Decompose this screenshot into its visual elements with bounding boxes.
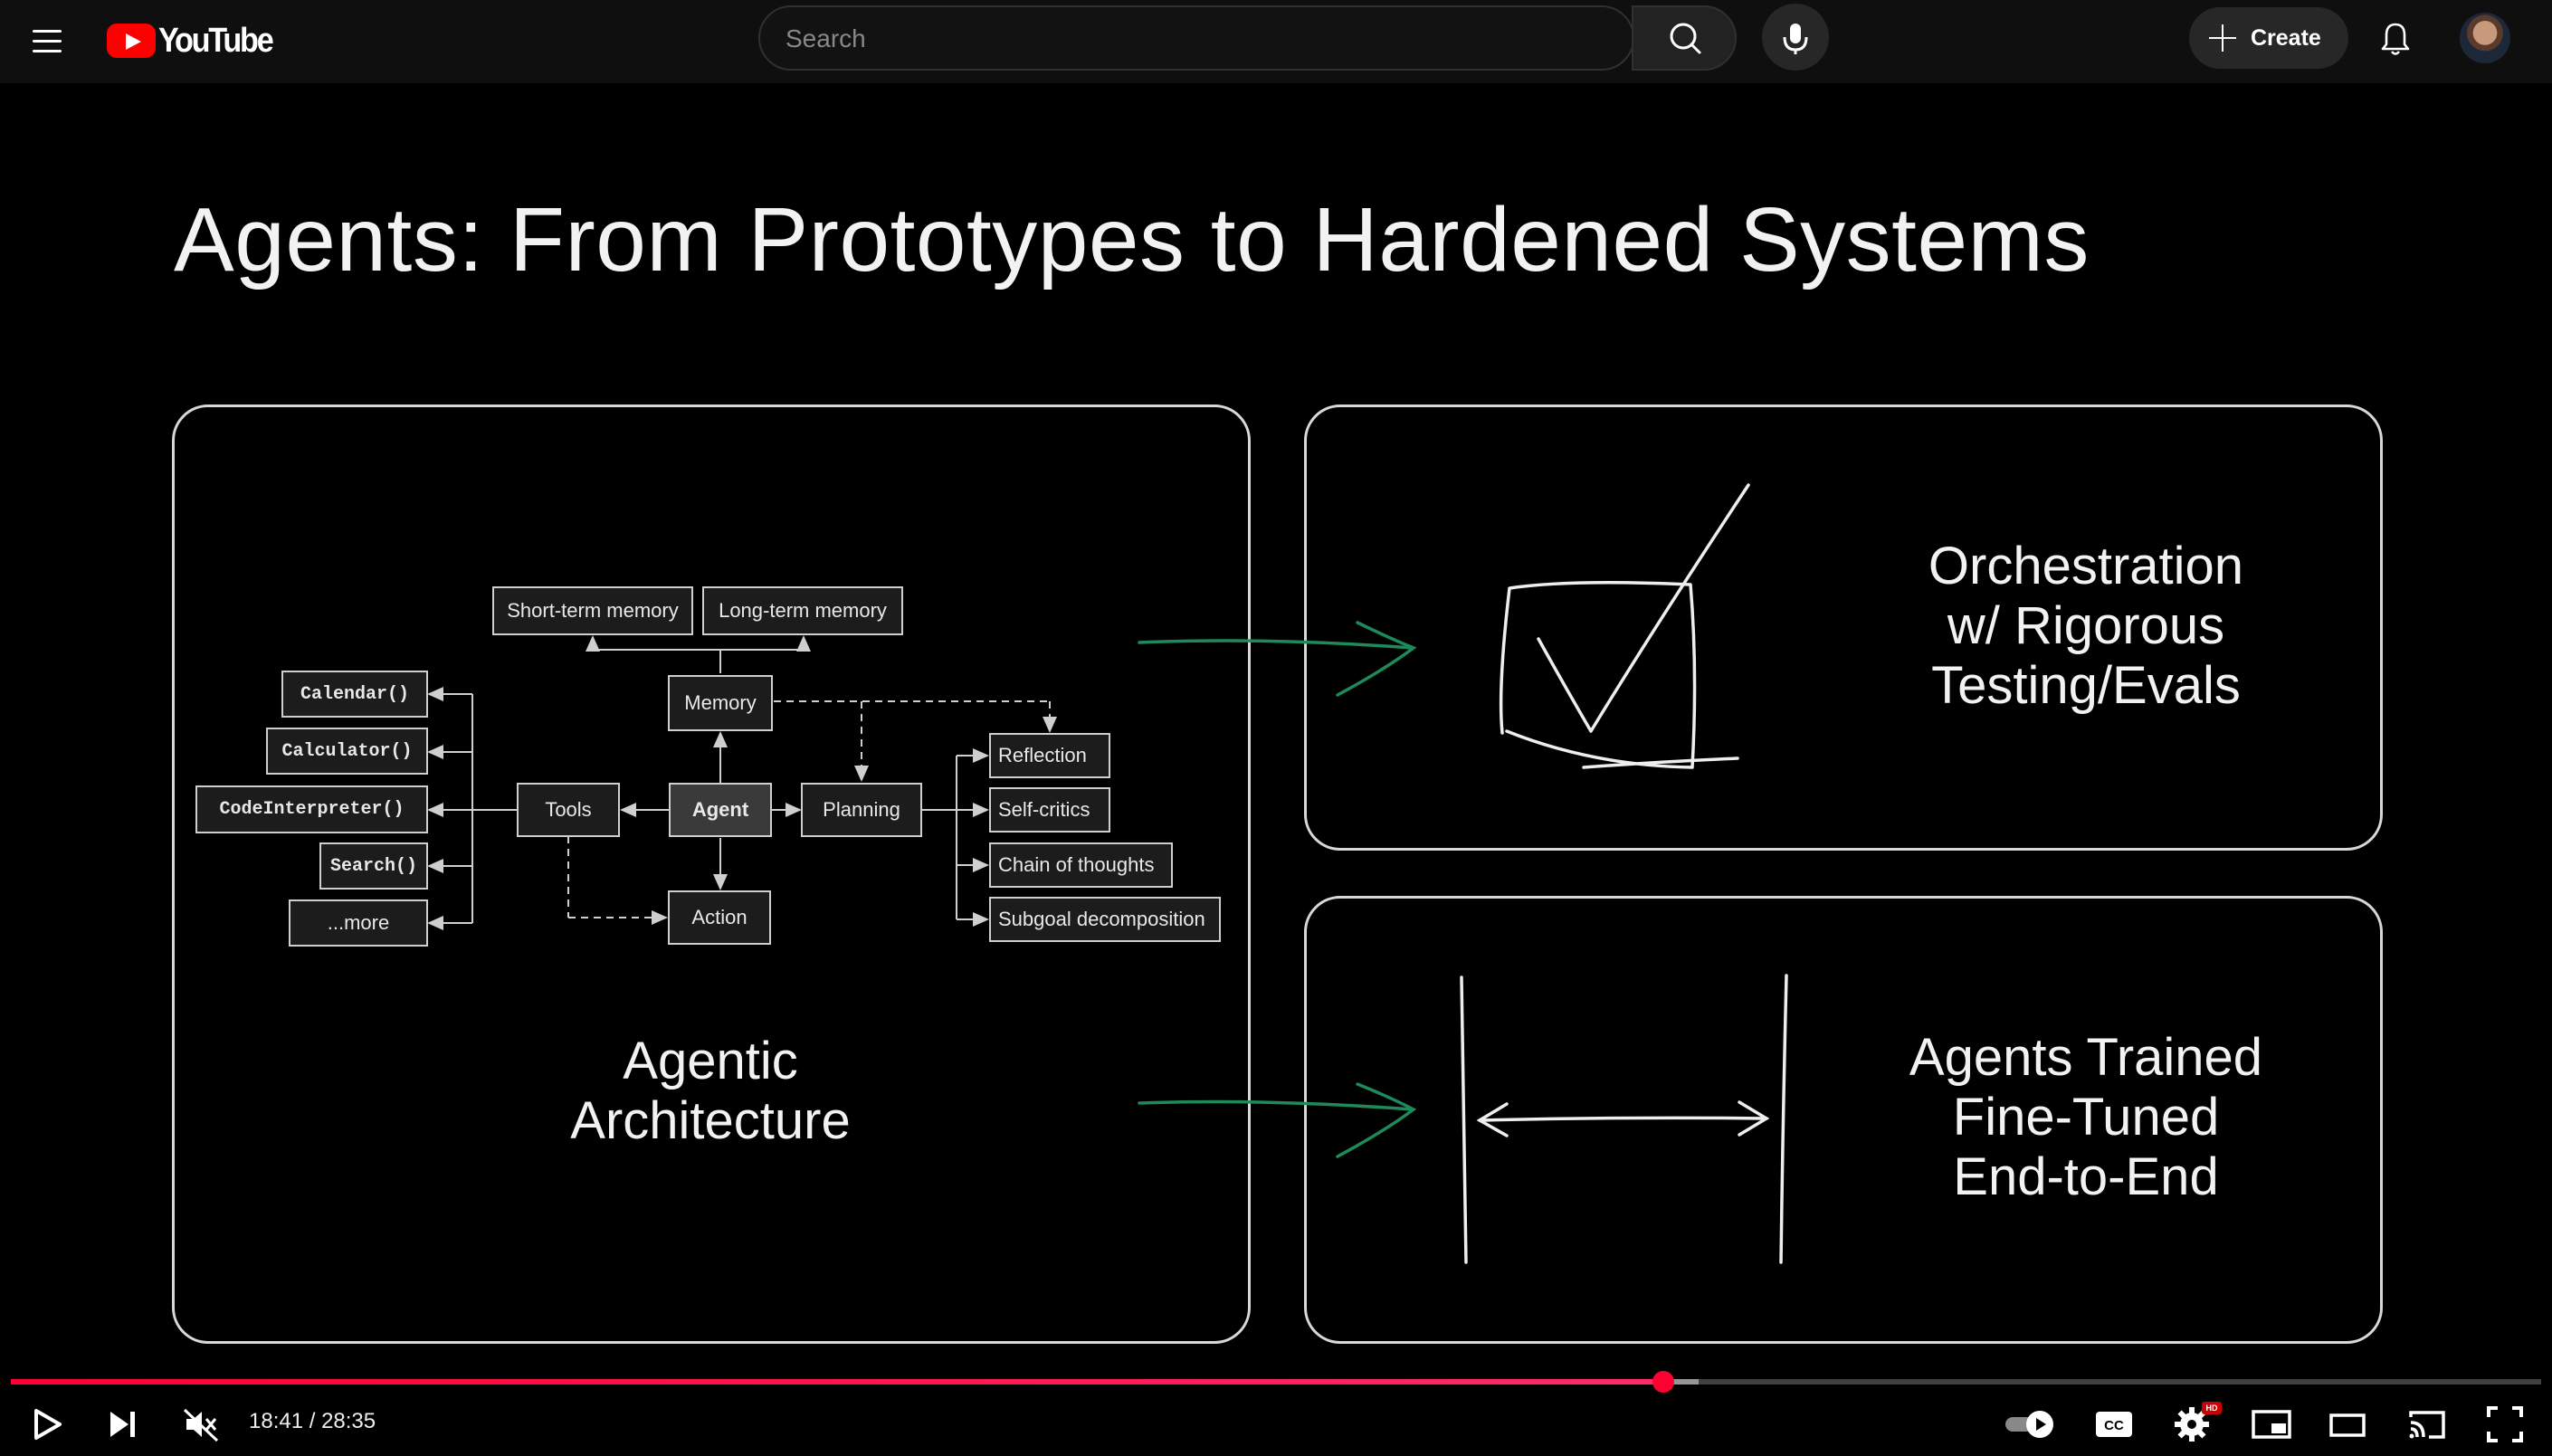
long-term-memory-box: Long-term memory [702, 586, 903, 635]
volume-muted-icon[interactable] [177, 1401, 224, 1448]
memory-box: Memory [668, 675, 773, 731]
skip-next-icon[interactable] [100, 1401, 147, 1448]
search-button[interactable] [1632, 5, 1737, 71]
architecture-caption-line: Agentic [623, 1032, 798, 1090]
search-input[interactable] [760, 7, 1633, 69]
time-display: 18:41 / 28:35 [249, 1409, 376, 1433]
orchestration-caption-line: Testing/Evals [1931, 656, 2241, 715]
progress-scrubber-handle[interactable] [1652, 1371, 1674, 1393]
end-to-end-caption-line: Fine-Tuned [1952, 1088, 2220, 1147]
progress-played [11, 1379, 1663, 1385]
reflection-box: Reflection [989, 733, 1110, 778]
account-avatar[interactable] [2460, 13, 2510, 63]
short-term-memory-box: Short-term memory [492, 586, 693, 635]
tools-box: Tools [517, 783, 620, 837]
search-box [758, 5, 1634, 71]
top-bar: YouTube Create [0, 0, 2552, 83]
green-arrow-to-end-to-end [1138, 1082, 1417, 1158]
search-icon [1670, 23, 1701, 54]
fullscreen-icon[interactable] [2481, 1401, 2528, 1448]
orchestration-caption: Orchestration w/ Rigorous Testing/Evals [1860, 537, 2312, 716]
planning-box: Planning [801, 783, 922, 837]
architecture-panel [172, 404, 1251, 1344]
end-to-end-sketch-icon [1460, 974, 1788, 1264]
orchestration-panel [1304, 404, 2383, 851]
logo-text: YouTube [158, 21, 274, 60]
hamburger-menu-icon[interactable] [27, 22, 67, 62]
orchestration-caption-line: w/ Rigorous [1947, 596, 2225, 655]
search-tool-box: Search() [319, 842, 428, 890]
checkbox-sketch-icon [1499, 483, 1750, 769]
autoplay-toggle-icon[interactable] [2002, 1401, 2062, 1448]
end-to-end-panel [1304, 896, 2383, 1344]
self-critics-box: Self-critics [989, 787, 1110, 833]
cast-icon[interactable] [2404, 1401, 2451, 1448]
orchestration-caption-line: Orchestration [1928, 537, 2244, 595]
youtube-logo[interactable]: YouTube [107, 18, 284, 63]
green-arrow-to-orchestration [1138, 621, 1417, 697]
hd-badge: HD [2202, 1402, 2222, 1414]
progress-bar[interactable] [11, 1371, 2541, 1393]
microphone-icon [1783, 24, 1808, 54]
calculator-tool-box: Calculator() [266, 728, 428, 775]
cc-label: CC [2104, 1418, 2124, 1433]
chain-of-thoughts-box: Chain of thoughts [989, 842, 1173, 888]
calendar-tool-box: Calendar() [281, 671, 428, 718]
action-box: Action [668, 890, 771, 945]
closed-captions-icon[interactable]: CC [2090, 1401, 2138, 1448]
notification-bell-icon[interactable] [2373, 16, 2418, 62]
end-to-end-caption: Agents Trained Fine-Tuned End-to-End [1860, 1028, 2312, 1207]
more-tools-box: ...more [289, 899, 428, 947]
agent-box: Agent [669, 783, 772, 837]
create-label: Create [2251, 24, 2321, 51]
voice-search-button[interactable] [1762, 4, 1829, 71]
architecture-caption: Agentic Architecture [475, 1032, 946, 1151]
slide-title: Agents: From Prototypes to Hardened Syst… [174, 189, 2090, 290]
youtube-play-logo-icon [107, 24, 156, 58]
create-button[interactable]: Create [2189, 7, 2348, 69]
architecture-caption-line: Architecture [570, 1091, 851, 1150]
end-to-end-caption-line: Agents Trained [1909, 1028, 2263, 1087]
subgoal-decomposition-box: Subgoal decomposition [989, 897, 1221, 942]
gear-icon[interactable] [2168, 1401, 2215, 1448]
play-icon[interactable] [24, 1401, 71, 1448]
plus-icon [2209, 24, 2236, 52]
end-to-end-caption-line: End-to-End [1953, 1147, 2219, 1206]
code-interpreter-tool-box: CodeInterpreter() [195, 785, 428, 833]
theater-mode-icon[interactable] [2324, 1401, 2371, 1448]
miniplayer-icon[interactable] [2248, 1401, 2295, 1448]
